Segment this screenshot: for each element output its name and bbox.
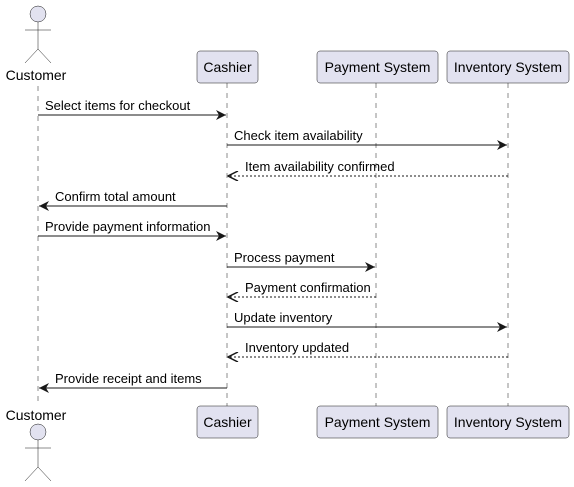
message-1: Select items for checkout <box>38 98 226 120</box>
message-6: Process payment <box>227 250 375 272</box>
participant-inventory-bottom: Inventory System <box>446 405 570 439</box>
message-label: Inventory updated <box>245 340 349 355</box>
participant-cashier-top: Cashier <box>196 50 259 84</box>
message-label: Select items for checkout <box>45 98 191 113</box>
message-3: Item availability confirmed <box>228 159 508 176</box>
actor-customer-bottom: Customer <box>6 407 67 482</box>
participant-inventory-top: Inventory System <box>446 50 570 84</box>
participant-label-inventory-top: Inventory System <box>454 59 562 75</box>
message-label: Confirm total amount <box>55 189 176 204</box>
actor-customer-top: Customer <box>6 5 67 83</box>
message-label: Process payment <box>234 250 335 265</box>
message-label: Payment confirmation <box>245 280 371 295</box>
message-label: Provide payment information <box>45 219 210 234</box>
participant-label-cashier-top: Cashier <box>203 59 252 75</box>
participant-label-payment-bottom: Payment System <box>325 414 431 430</box>
message-5: Provide payment information <box>38 219 226 241</box>
lifelines <box>37 83 509 406</box>
message-8: Update inventory <box>227 310 507 332</box>
actor-label-customer-bottom: Customer <box>6 407 67 423</box>
actor-figure-icon <box>24 5 52 64</box>
actor-figure-icon <box>24 423 52 482</box>
message-2: Check item availability <box>227 128 507 150</box>
participant-label-cashier-bottom: Cashier <box>203 414 252 430</box>
message-10: Provide receipt and items <box>39 371 227 393</box>
participant-label-inventory-bottom: Inventory System <box>454 414 562 430</box>
message-9: Inventory updated <box>228 340 508 357</box>
participant-payment-top: Payment System <box>316 50 439 84</box>
message-label: Update inventory <box>234 310 333 325</box>
participant-label-payment-top: Payment System <box>325 59 431 75</box>
message-label: Item availability confirmed <box>245 159 395 174</box>
actor-label-customer-top: Customer <box>6 67 67 83</box>
participant-cashier-bottom: Cashier <box>196 405 259 439</box>
message-7: Payment confirmation <box>228 280 376 297</box>
participant-payment-bottom: Payment System <box>316 405 439 439</box>
message-label: Provide receipt and items <box>55 371 202 386</box>
message-label: Check item availability <box>234 128 363 143</box>
message-4: Confirm total amount <box>39 189 227 211</box>
